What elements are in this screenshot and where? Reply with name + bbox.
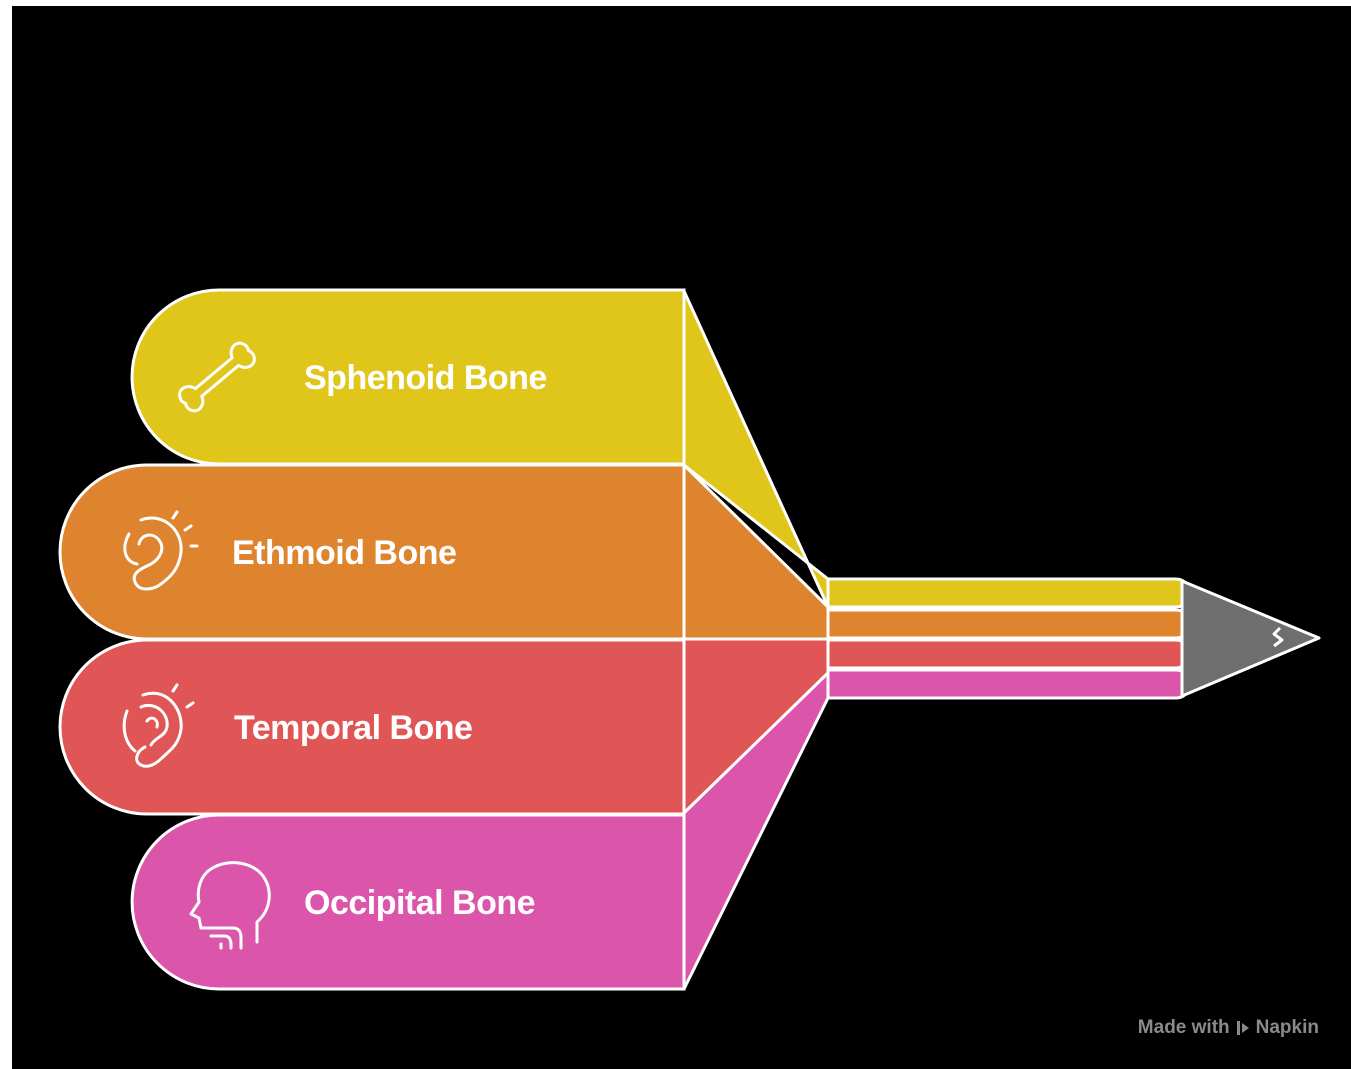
pencil-diagram: Sphenoid Bone Ethmoid Bone Temporal Bone… bbox=[12, 6, 1351, 1069]
label-sphenoid: Sphenoid Bone bbox=[304, 359, 547, 397]
pencil-strip-ethmoid bbox=[828, 610, 1190, 638]
label-occipital: Occipital Bone bbox=[304, 884, 535, 922]
diagram-canvas: Sphenoid Bone Ethmoid Bone Temporal Bone… bbox=[12, 6, 1351, 1069]
label-ethmoid: Ethmoid Bone bbox=[232, 534, 456, 572]
pencil-strip-occipital bbox=[828, 670, 1190, 698]
napkin-watermark[interactable]: Made with Napkin bbox=[1138, 1017, 1319, 1039]
watermark-brand: Napkin bbox=[1256, 1017, 1319, 1039]
napkin-logo-icon bbox=[1236, 1019, 1250, 1037]
label-temporal: Temporal Bone bbox=[234, 709, 472, 747]
pencil-tip bbox=[1182, 581, 1319, 696]
watermark-made-with: Made with bbox=[1138, 1017, 1230, 1039]
pencil-strip-temporal bbox=[828, 640, 1190, 668]
pencil-strip-sphenoid bbox=[828, 579, 1190, 607]
